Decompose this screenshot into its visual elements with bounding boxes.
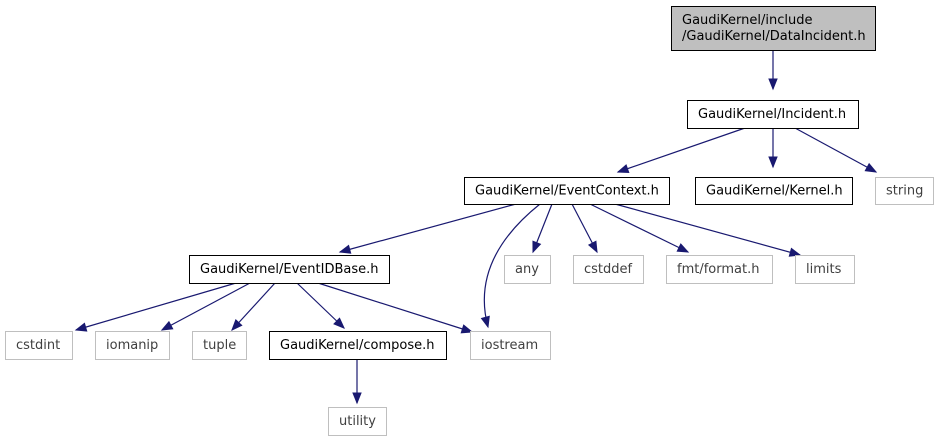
node-utility: utility [328, 407, 387, 436]
node-label: string [886, 184, 923, 199]
node-box [875, 177, 934, 205]
edge-line [75, 282, 237, 331]
node-layer: GaudiKernel/include/GaudiKernel/DataInci… [5, 6, 934, 436]
arrow-head-icon [333, 317, 345, 329]
edge-layer [74, 51, 878, 405]
node-box [687, 100, 859, 129]
node-box [671, 6, 876, 51]
edge-eventidbase-to-tuple [231, 282, 276, 331]
edge-eventcontext-to-any [532, 203, 553, 254]
node-root[interactable]: GaudiKernel/include/GaudiKernel/DataInci… [671, 6, 876, 51]
node-label: GaudiKernel/compose.h [280, 338, 434, 353]
node-label: utility [339, 414, 376, 429]
edge-line [339, 203, 517, 253]
edge-line [296, 282, 345, 329]
node-kernel[interactable]: GaudiKernel/Kernel.h [695, 177, 853, 205]
node-label: GaudiKernel/EventIDBase.h [200, 262, 378, 277]
node-label: fmt/format.h [677, 262, 759, 277]
edge-incident-to-kernel [768, 128, 778, 169]
node-box [328, 407, 387, 436]
edge-line [483, 203, 541, 328]
node-label: any [515, 262, 539, 277]
arrow-head-icon [480, 315, 490, 329]
node-label: limits [806, 262, 842, 277]
edge-root-to-incident [768, 51, 778, 91]
node-box [192, 331, 247, 360]
arrow-head-icon [74, 322, 88, 332]
node-tuple: tuple [192, 331, 247, 360]
edge-line [589, 203, 689, 253]
arrow-head-icon [460, 324, 474, 334]
node-label: GaudiKernel/include [682, 13, 812, 28]
edge-eventidbase-to-iomanip [160, 282, 251, 331]
node-box [269, 331, 447, 360]
node-box [695, 177, 853, 205]
node-incident[interactable]: GaudiKernel/Incident.h [687, 100, 859, 129]
node-label: cstdint [16, 338, 60, 353]
edge-compose-to-utility [352, 359, 362, 405]
edge-line [161, 282, 251, 331]
node-box [504, 255, 551, 284]
arrow-head-icon [352, 392, 362, 405]
edge-eventcontext-to-iostream [480, 203, 541, 329]
node-box [666, 255, 773, 284]
edge-eventcontext-to-fmtformat [589, 203, 690, 253]
arrow-head-icon [160, 320, 174, 331]
node-label: GaudiKernel/Kernel.h [706, 184, 843, 199]
arrow-head-icon [864, 162, 878, 173]
node-iostream: iostream [470, 331, 551, 360]
arrow-head-icon [768, 78, 778, 91]
edge-eventidbase-to-iostream [317, 282, 474, 334]
edge-eventidbase-to-cstdint [74, 282, 237, 332]
node-string: string [875, 177, 934, 205]
node-cstddef: cstddef [573, 255, 644, 284]
node-label: cstddef [584, 262, 633, 277]
node-box [189, 255, 390, 284]
arrow-head-icon [788, 247, 802, 257]
node-fmtformat: fmt/format.h [666, 255, 773, 284]
arrow-head-icon [231, 319, 243, 331]
edge-line [614, 203, 801, 256]
node-label: tuple [203, 338, 236, 353]
arrow-head-icon [676, 243, 690, 253]
node-box [464, 177, 670, 205]
arrow-head-icon [532, 240, 542, 254]
node-box [5, 331, 73, 360]
node-eventidbase[interactable]: GaudiKernel/EventIDBase.h [189, 255, 390, 284]
node-box [95, 331, 170, 360]
node-iomanip: iomanip [95, 331, 170, 360]
node-box [795, 255, 855, 284]
node-label: iomanip [106, 338, 158, 353]
node-label: /GaudiKernel/DataIncident.h [682, 29, 866, 44]
node-box [573, 255, 644, 284]
node-label: GaudiKernel/Incident.h [698, 107, 846, 122]
edge-eventidbase-to-compose [296, 282, 345, 329]
edge-line [231, 282, 276, 331]
node-eventcontext[interactable]: GaudiKernel/EventContext.h [464, 177, 670, 205]
node-cstdint: cstdint [5, 331, 73, 360]
node-any: any [504, 255, 551, 284]
edge-eventcontext-to-cstddef [571, 203, 598, 254]
edge-line [794, 127, 877, 173]
node-compose[interactable]: GaudiKernel/compose.h [269, 331, 447, 360]
arrow-head-icon [768, 156, 778, 169]
edge-eventcontext-to-eventidbase [338, 203, 517, 254]
node-box [470, 331, 551, 360]
arrow-head-icon [587, 240, 598, 254]
edge-eventcontext-to-limits [614, 203, 802, 257]
arrow-head-icon [338, 244, 352, 254]
node-limits: limits [795, 255, 855, 284]
edge-line [317, 282, 473, 333]
node-label: GaudiKernel/EventContext.h [475, 184, 659, 199]
arrow-head-icon [616, 164, 630, 174]
node-label: iostream [481, 338, 538, 353]
edge-incident-to-string [794, 127, 878, 173]
edge-incident-to-eventcontext [616, 127, 746, 174]
edge-line [617, 127, 746, 173]
